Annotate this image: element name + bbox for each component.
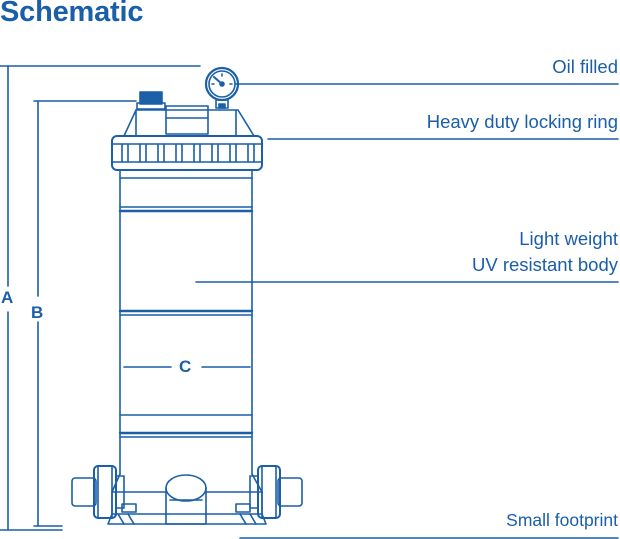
footprint-label: Small footprint xyxy=(506,510,618,530)
locking-ring-label: Heavy duty locking ring xyxy=(426,111,618,132)
relief-valve-icon xyxy=(136,91,166,110)
filter-lid xyxy=(123,105,255,137)
outlet-union-icon xyxy=(249,465,303,519)
dimension-b-line xyxy=(33,100,137,527)
dimension-b-label: B xyxy=(31,303,44,322)
tank-body xyxy=(118,169,254,475)
schematic-title: Schematic xyxy=(0,0,144,28)
body-label-line1: Light weight xyxy=(519,228,618,249)
oil-filled-label: Oil filled xyxy=(552,56,618,77)
dimension-a-line xyxy=(0,65,201,531)
pressure-gauge-icon xyxy=(204,66,240,109)
dimension-a-label: A xyxy=(1,288,14,307)
dimension-c-label: C xyxy=(179,357,192,376)
body-label-line2: UV resistant body xyxy=(471,254,618,275)
locking-ring xyxy=(111,135,263,171)
inlet-union-icon xyxy=(71,465,125,519)
drain-port-icon xyxy=(165,474,207,525)
